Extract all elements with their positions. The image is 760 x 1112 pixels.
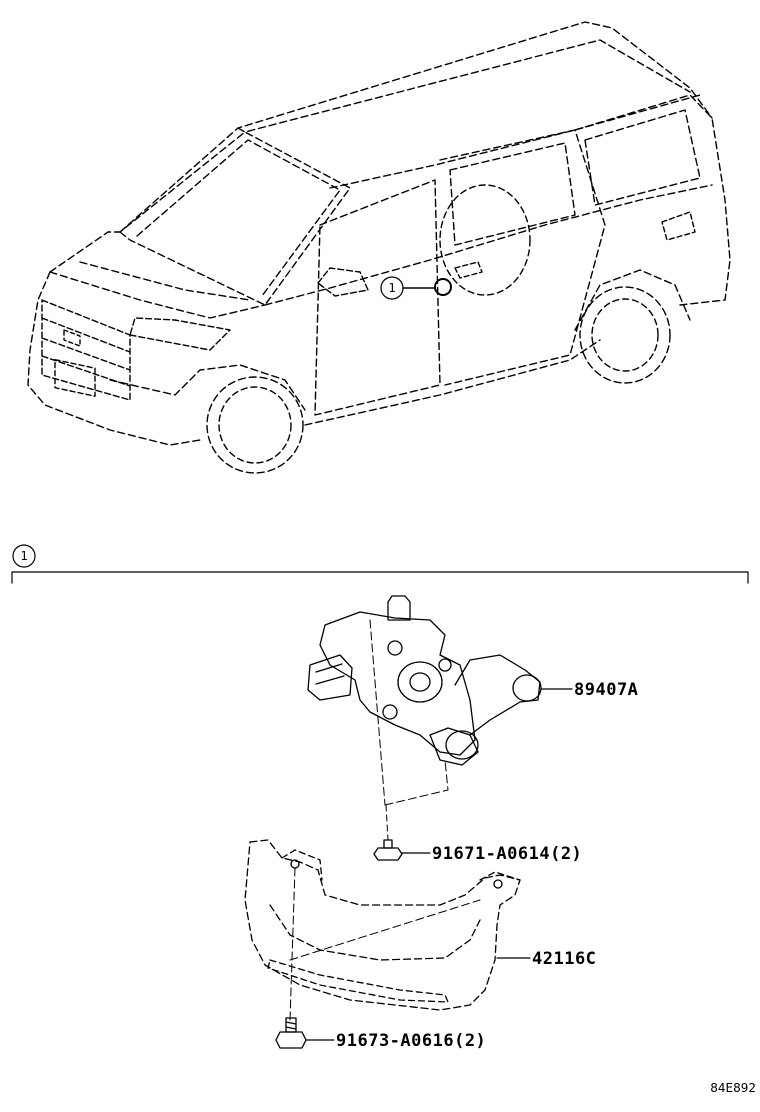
vehicle-sill (304, 339, 601, 426)
detail-section-header: 1 (11, 544, 749, 584)
part-label-89407a: 89407A (574, 680, 638, 700)
sensor-lower-boss (429, 727, 479, 766)
sensor-connector (307, 654, 353, 701)
figure-code: 84E892 (710, 1081, 756, 1095)
bracket-outline (244, 839, 521, 1011)
location-marker-ring (434, 278, 452, 296)
sensor-mount-hole-side (438, 658, 452, 672)
vehicle-rear-wheel-rim (591, 298, 659, 372)
vehicle-front-wheel (206, 376, 304, 474)
vehicle-door-handle (454, 261, 483, 279)
vehicle-roof (119, 21, 713, 233)
vehicle-emblem (63, 329, 81, 347)
bracket-inner-edge (269, 904, 481, 961)
vehicle-sliding-door (439, 129, 606, 386)
vehicle-hood (49, 231, 266, 319)
sensor-link-ball (512, 674, 542, 702)
vehicle-rear-wheel (579, 286, 671, 384)
bolt-91673-head (275, 1031, 307, 1049)
sensor-hub (397, 661, 443, 703)
vehicle-rear-quarter (574, 94, 731, 306)
bolt-91671 (373, 804, 403, 861)
part-callouts: 89407A 91671-A0614(2) 42116C 91673-A0616… (305, 680, 638, 1051)
sensor-bracket-body (319, 611, 476, 756)
vehicle-beltline (329, 94, 701, 189)
bracket-top-flange (281, 849, 521, 881)
vehicle-body-side (264, 184, 713, 306)
vehicle-rear-fender (574, 269, 691, 331)
sensor-shaft (387, 595, 411, 621)
vehicle-illustration (27, 21, 731, 474)
bracket-hole-left (290, 859, 300, 869)
bolt-91671-axis (385, 804, 389, 841)
callout-number-detail: 1 (20, 549, 27, 563)
part-label-42116c: 42116C (532, 949, 596, 969)
sensor-center-line (369, 619, 449, 806)
detail-bracket (11, 571, 749, 584)
bolt-91673 (275, 1017, 307, 1049)
bolt-91671-shank (383, 839, 393, 849)
callout-number-vehicle: 1 (388, 281, 395, 295)
bracket-center-line (289, 867, 481, 1021)
sensor-lower-ball (445, 730, 479, 760)
vehicle-window-reflection (439, 184, 531, 296)
sensor-bracket-42116c (244, 839, 521, 1021)
vehicle-roof-inner (237, 39, 691, 133)
vehicle-front (27, 271, 201, 446)
vehicle-windshield-inner (136, 139, 341, 297)
vehicle-rear-window (584, 109, 701, 206)
bolt-91673-shank (285, 1017, 297, 1033)
sensor-hub-bolt (409, 672, 431, 692)
height-control-sensor (307, 595, 542, 806)
bracket-slot (267, 959, 449, 1003)
part-label-91671: 91671-A0614(2) (432, 844, 582, 864)
vehicle-front-wheel-rim (218, 386, 292, 464)
vehicle-front-fender (109, 364, 306, 411)
vehicle-front-door (314, 179, 441, 416)
vehicle-mirror (317, 267, 369, 297)
vehicle-headlight (129, 317, 231, 351)
vehicle-sliding-window (449, 142, 576, 246)
sensor-link-arm (454, 654, 541, 736)
bolt-91671-head (373, 847, 403, 861)
vehicle-windshield (119, 131, 351, 306)
vehicle-hood-crease (79, 261, 251, 301)
bracket-hole-right (493, 879, 503, 889)
callout-bubble-detail (12, 544, 36, 568)
part-label-91673: 91673-A0616(2) (336, 1031, 486, 1051)
vehicle-grille (41, 299, 131, 401)
callout-bubble-vehicle (380, 276, 404, 300)
vehicle-fuel-door (661, 211, 696, 241)
vehicle-location-callout: 1 (380, 276, 452, 300)
sensor-mount-hole-bottom (382, 704, 398, 720)
license-plate (54, 358, 96, 397)
sensor-mount-hole-top (387, 640, 403, 656)
